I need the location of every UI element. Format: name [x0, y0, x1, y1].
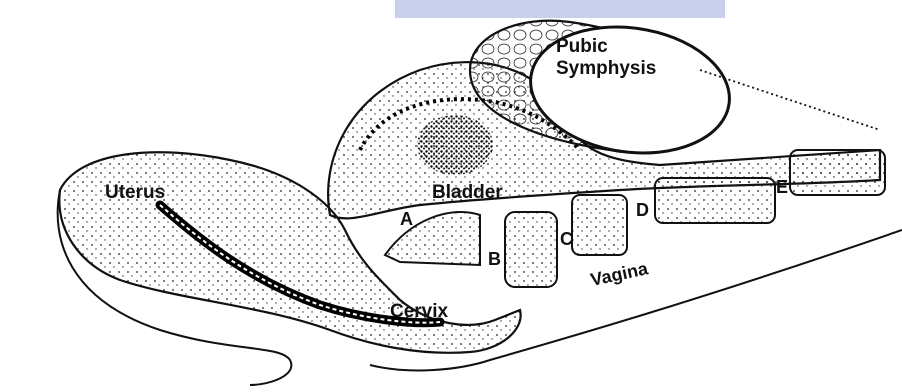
label-pubic: Pubic	[556, 36, 608, 57]
ring-b	[505, 212, 557, 287]
label-b: B	[488, 249, 501, 269]
ring-e	[790, 150, 885, 195]
label-cervix: Cervix	[390, 301, 449, 322]
label-vagina: Vagina	[589, 258, 651, 290]
label-d: D	[636, 200, 649, 220]
label-e: E	[776, 177, 788, 197]
label-uterus: Uterus	[105, 182, 165, 203]
label-a: A	[400, 209, 413, 229]
ring-d	[655, 178, 775, 223]
label-symphysis: Symphysis	[556, 58, 656, 79]
label-c: C	[560, 229, 573, 249]
label-bladder: Bladder	[432, 182, 503, 203]
ring-c	[572, 195, 627, 255]
